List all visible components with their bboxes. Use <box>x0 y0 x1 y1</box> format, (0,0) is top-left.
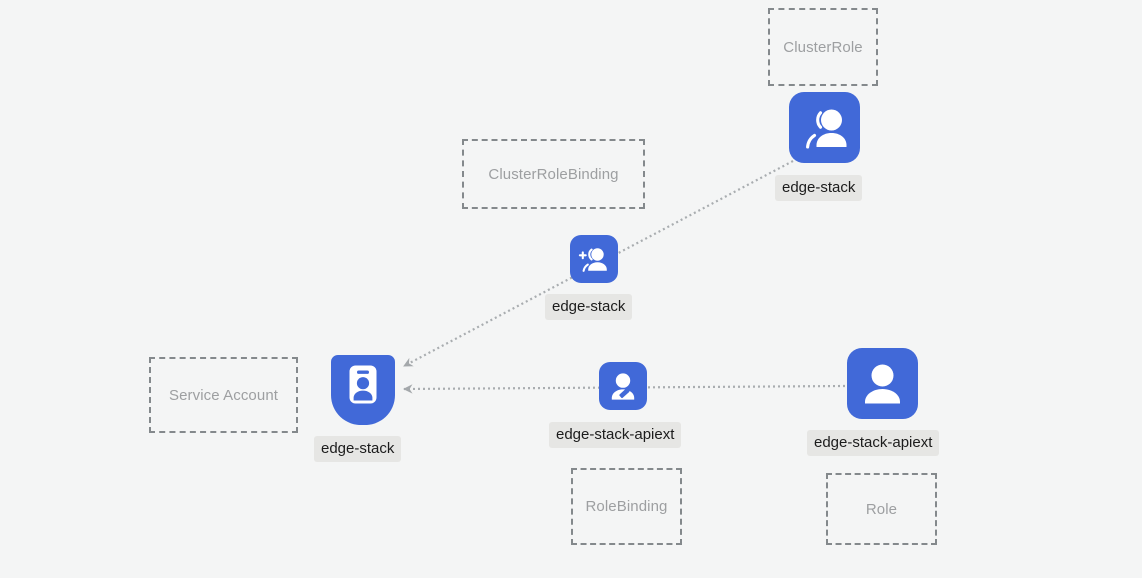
kind-box-clusterrole: ClusterRole <box>768 8 878 86</box>
node-label-role: edge-stack-apiext <box>807 430 940 456</box>
node-rolebinding[interactable] <box>599 362 647 410</box>
kind-box-rolebinding: RoleBinding <box>571 468 682 545</box>
node-clusterrolebinding[interactable] <box>570 235 618 283</box>
node-label-rolebinding: edge-stack-apiext <box>549 422 682 448</box>
kind-label-clusterrolebinding: ClusterRoleBinding <box>488 165 619 183</box>
id-badge-icon[interactable] <box>331 355 395 425</box>
node-serviceaccount[interactable] <box>331 355 395 425</box>
kind-label-serviceaccount: Service Account <box>168 386 279 404</box>
kind-box-role: Role <box>826 473 937 545</box>
node-clusterrole[interactable] <box>789 92 860 163</box>
node-label-clusterrole: edge-stack <box>775 175 863 201</box>
node-label-serviceaccount: edge-stack <box>314 436 402 462</box>
kind-label-rolebinding: RoleBinding <box>585 498 668 515</box>
kind-box-serviceaccount: Service Account <box>149 357 298 433</box>
person-icon[interactable] <box>847 348 918 419</box>
group-icon[interactable] <box>789 92 860 163</box>
node-label-clusterrolebinding: edge-stack <box>545 294 633 320</box>
kind-label-role: Role <box>865 500 898 518</box>
group-add-icon[interactable] <box>570 235 618 283</box>
kind-box-clusterrolebinding: ClusterRoleBinding <box>462 139 645 209</box>
person-edit-icon[interactable] <box>599 362 647 410</box>
node-role[interactable] <box>847 348 918 419</box>
kind-label-clusterrole: ClusterRole <box>783 38 863 56</box>
